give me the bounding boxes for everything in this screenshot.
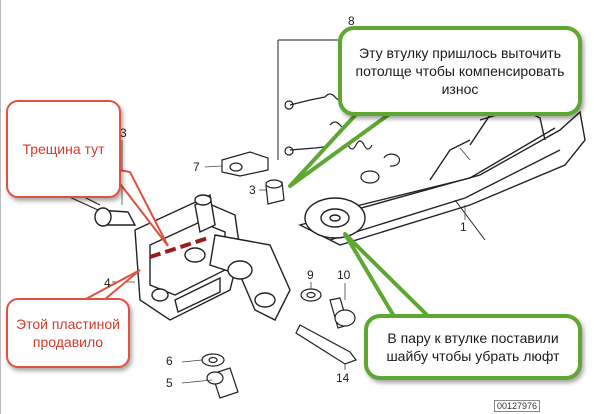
callout-bushing-text: Эту втулку пришлось выточить потолще что… bbox=[355, 45, 565, 97]
part-number-1: 1 bbox=[460, 220, 467, 234]
part-number-5: 5 bbox=[166, 376, 173, 390]
part-number-9: 9 bbox=[307, 268, 314, 282]
part-number-8: 8 bbox=[348, 14, 355, 28]
small-parts bbox=[201, 151, 401, 399]
callout-plate-text: Этой пластиной продавило bbox=[16, 316, 120, 350]
callout-bushing: Эту втулку пришлось выточить потолще что… bbox=[338, 26, 582, 116]
diagram-reference-code: 00127976 bbox=[494, 400, 541, 412]
mounting-bracket bbox=[64, 193, 291, 321]
part-number-4: 4 bbox=[104, 276, 111, 290]
crack-marker bbox=[149, 236, 209, 259]
callout-crack: Трещина тут bbox=[6, 100, 121, 198]
part-number-3-top: 3 bbox=[120, 126, 127, 140]
part-number-7: 7 bbox=[193, 160, 200, 174]
callout-plate: Этой пластиной продавило bbox=[6, 298, 130, 368]
callout-crack-text: Трещина тут bbox=[22, 141, 105, 157]
part-number-3-bushing: 3 bbox=[249, 183, 256, 197]
callout-washer-text: В пару к втулке поставили шайбу чтобы уб… bbox=[386, 330, 560, 364]
part-number-10: 10 bbox=[337, 268, 351, 282]
part-number-14: 14 bbox=[336, 371, 350, 385]
callout-washer: В пару к втулке поставили шайбу чтобы уб… bbox=[364, 314, 582, 380]
part-number-6: 6 bbox=[166, 354, 173, 368]
